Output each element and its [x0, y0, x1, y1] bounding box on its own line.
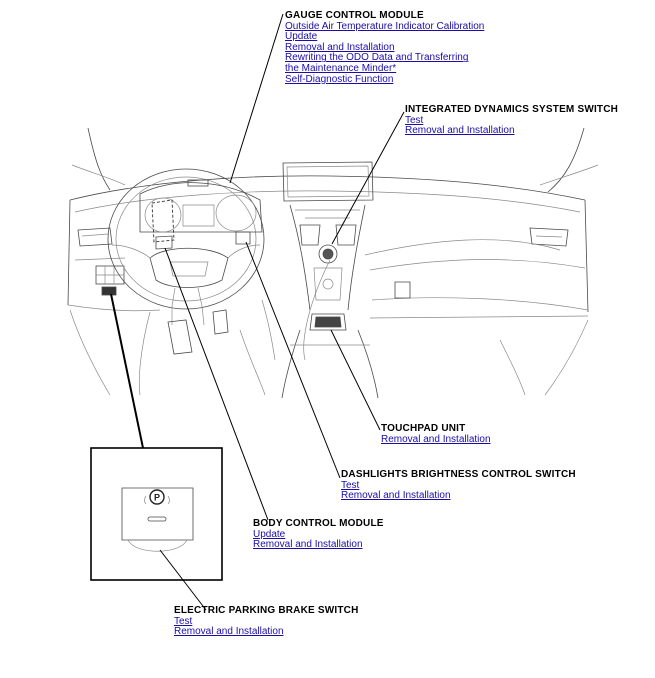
callout-body-control-module: BODY CONTROL MODULE Update Removal and I… [253, 518, 384, 551]
link-parking-brake-removal-installation[interactable]: Removal and Installation [174, 626, 284, 638]
callout-dashlights-brightness-switch: DASHLIGHTS BRIGHTNESS CONTROL SWITCH Tes… [341, 469, 576, 502]
link-parking-brake-test[interactable]: Test [174, 615, 193, 627]
integrated-dynamics-switch-title: INTEGRATED DYNAMICS SYSTEM SWITCH [405, 104, 619, 115]
body-control-module-title: BODY CONTROL MODULE [253, 518, 384, 529]
link-gauge-removal-installation[interactable]: Removal and Installation [285, 41, 395, 53]
link-dynamics-test[interactable]: Test [405, 114, 424, 126]
link-dashlights-removal-installation[interactable]: Removal and Installation [341, 490, 451, 502]
callout-electric-parking-brake-switch: ELECTRIC PARKING BRAKE SWITCH Test Remov… [174, 605, 359, 638]
link-maintenance-minder[interactable]: the Maintenance Minder* [285, 62, 397, 74]
gauge-control-module-title: GAUGE CONTROL MODULE [285, 10, 424, 21]
parking-brake-symbol: P [154, 493, 160, 503]
touchpad-unit-title: TOUCHPAD UNIT [381, 423, 466, 434]
callout-integrated-dynamics-switch: INTEGRATED DYNAMICS SYSTEM SWITCH Test R… [405, 104, 619, 137]
link-self-diagnostic-function[interactable]: Self-Diagnostic Function [285, 73, 394, 85]
link-rewriting-odo-data[interactable]: Rewriting the ODO Data and Transferring [285, 52, 469, 64]
electric-parking-brake-switch-title: ELECTRIC PARKING BRAKE SWITCH [174, 605, 359, 616]
link-gauge-update[interactable]: Update [285, 31, 318, 43]
link-touchpad-removal-installation[interactable]: Removal and Installation [381, 433, 491, 445]
link-bcm-update[interactable]: Update [253, 528, 286, 540]
link-outside-air-temp-calibration[interactable]: Outside Air Temperature Indicator Calibr… [285, 20, 485, 32]
link-bcm-removal-installation[interactable]: Removal and Installation [253, 539, 363, 551]
callout-touchpad-unit: TOUCHPAD UNIT Removal and Installation [381, 423, 491, 445]
link-dynamics-removal-installation[interactable]: Removal and Installation [405, 125, 515, 137]
dashlights-brightness-switch-title: DASHLIGHTS BRIGHTNESS CONTROL SWITCH [341, 469, 576, 480]
callout-gauge-control-module: GAUGE CONTROL MODULE Outside Air Tempera… [285, 10, 485, 85]
link-dashlights-test[interactable]: Test [341, 479, 360, 491]
